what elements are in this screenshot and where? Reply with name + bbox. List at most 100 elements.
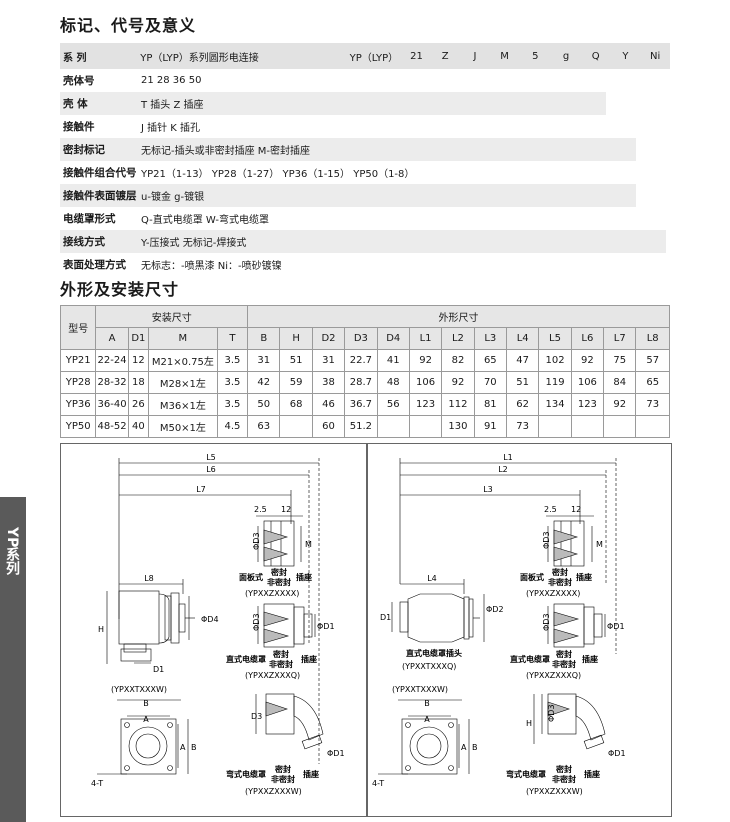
right-flange-caption: (YPXXTXXXW) (392, 685, 448, 694)
table-cell: 40 (127, 415, 149, 438)
left-dim-d3-top: ΦD3 (252, 532, 261, 550)
column-header: D4 (376, 327, 410, 350)
left-straight-socket-type: 直式电缆罩 (226, 654, 266, 664)
table-cell: M50×1左 (147, 415, 218, 438)
coding-table: 系 列 YP（LYP）系列圆形电连接 YP（LYP） 21 Z J M 5 g … (60, 43, 670, 276)
right-dim-l1: L1 (503, 453, 513, 462)
coding-row-label: 壳 体 (63, 98, 88, 110)
left-dim-d3-bot: D3 (251, 712, 262, 721)
model-cell: YP36 (59, 393, 97, 416)
table-cell: 28-32 (95, 371, 129, 394)
install-header: 安装尺寸 (95, 305, 249, 328)
table-cell: 26 (127, 393, 149, 416)
left-straight-socket-kind: 插座 (301, 654, 317, 664)
column-header: L4 (505, 327, 540, 350)
table-cell: M21×0.75左 (147, 349, 218, 372)
right-elbow-socket-kind: 插座 (584, 769, 600, 779)
table-cell: 3.5 (216, 349, 249, 372)
model-cell: YP28 (59, 371, 97, 394)
column-header: D2 (311, 327, 346, 350)
left-elbow-socket-code: (YPXXZXXXW) (245, 787, 302, 796)
right-panel-socket-unsealed: 非密封 (548, 577, 572, 587)
left-panel-socket-unsealed: 非密封 (267, 577, 291, 587)
left-panel-socket-kind: 插座 (296, 572, 312, 582)
left-dim-m: M (305, 540, 312, 549)
table-cell: 60 (311, 415, 346, 438)
column-header: H (279, 327, 313, 350)
coding-row: 表面处理方式无标志：-喷黑漆 Ni：-喷砂镀镍 (60, 253, 670, 276)
table-cell: 62 (505, 393, 540, 416)
coding-header-desc: YP（LYP）系列圆形电连接 (140, 52, 259, 64)
left-dim-t: 4-T (91, 779, 103, 788)
right-dim-b-vert: B (472, 743, 478, 752)
side-tab-label: YP系列 (4, 527, 20, 576)
right-dim-a-vert: A (461, 743, 467, 752)
table-cell: 68 (279, 393, 313, 416)
left-dim-a: A (143, 715, 149, 724)
right-elbow-socket-code: (YPXXZXXXW) (526, 787, 583, 796)
table-cell (538, 415, 572, 438)
code-surface: Ni (649, 50, 661, 62)
left-elbow-socket-type: 弯式电缆罩 (226, 769, 266, 779)
right-elbow-socket-type: 弯式电缆罩 (506, 769, 546, 779)
coding-row-value: Q-直式电缆罩 W-弯式电缆罩 (141, 215, 270, 226)
right-elbow-socket-sealed: 密封 (555, 764, 572, 774)
table-cell (376, 415, 410, 438)
coding-header-label: 系 列 (63, 52, 87, 64)
coding-row-label: 密封标记 (63, 144, 105, 156)
right-dim-t: 4-T (372, 779, 384, 788)
table-cell: 41 (376, 349, 410, 372)
right-dim-12: 12 (571, 505, 581, 514)
code-arrangement: 5 (532, 50, 539, 62)
right-plug-code: (YPXXTXXXQ) (402, 662, 456, 671)
table-cell: 106 (408, 371, 443, 394)
left-dim-l5: L5 (206, 453, 216, 462)
right-dim-l4: L4 (427, 574, 437, 583)
table-cell: 92 (603, 393, 637, 416)
table-cell: 73 (635, 393, 670, 416)
table-cell: 31 (247, 349, 281, 372)
table-cell: 48-52 (95, 415, 129, 438)
right-straight-socket-sealed: 密封 (555, 649, 572, 659)
table-cell: M36×1左 (147, 393, 218, 416)
column-header: L7 (603, 327, 637, 350)
right-straight-socket-kind: 插座 (582, 654, 598, 664)
left-dim-d4: ΦD4 (201, 615, 219, 624)
table-cell: 92 (570, 349, 605, 372)
coding-row-label: 接触件组合代号 (63, 167, 137, 179)
left-dim-2-5: 2.5 (254, 505, 267, 514)
table-cell: 119 (538, 371, 572, 394)
right-dim-l3: L3 (483, 485, 493, 494)
code-series: YP（LYP） (349, 52, 399, 64)
table-cell: 123 (570, 393, 605, 416)
code-plating: g (562, 50, 570, 62)
right-dim-a: A (424, 715, 430, 724)
left-dim-b-vert: B (191, 743, 197, 752)
column-header: A (95, 327, 129, 350)
table-cell: 102 (538, 349, 572, 372)
side-tab: YP系列 (0, 497, 26, 822)
left-elbow-socket-unsealed: 非密封 (271, 774, 295, 784)
left-panel-socket-sealed: 密封 (270, 567, 287, 577)
left-dim-12: 12 (281, 505, 291, 514)
right-dim-d2: ΦD2 (486, 605, 504, 614)
left-straight-socket-code: (YPXXZXXXQ) (245, 671, 300, 680)
table-cell: 51 (279, 349, 313, 372)
right-dim-d1-mid: ΦD1 (607, 622, 625, 631)
table-cell: 51.2 (344, 415, 378, 438)
coding-row-label: 壳体号 (63, 75, 95, 87)
table-cell: 84 (603, 371, 637, 394)
right-dim-d1: D1 (380, 613, 391, 622)
table-cell (603, 415, 637, 438)
right-dim-b: B (424, 699, 430, 708)
column-header: D1 (127, 327, 149, 350)
right-dim-d3-top: ΦD3 (542, 531, 551, 549)
right-dim-d3-bot: ΦD3 (547, 704, 556, 722)
table-cell: 4.5 (216, 415, 249, 438)
